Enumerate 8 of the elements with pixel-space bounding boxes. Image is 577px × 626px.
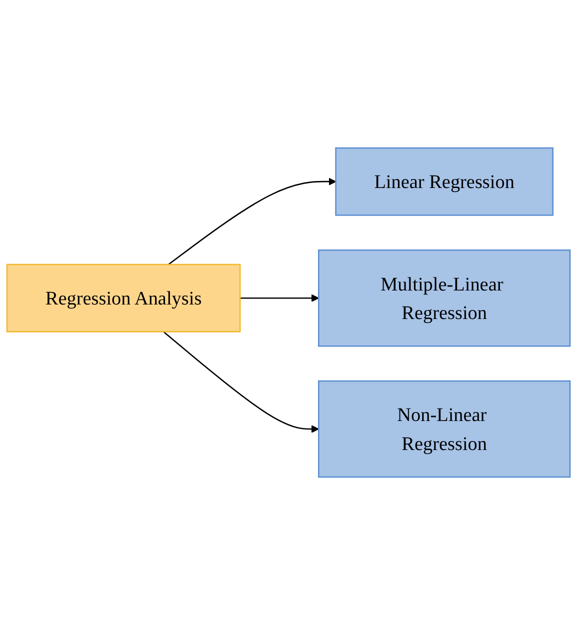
arrow <box>240 294 319 302</box>
node-box <box>318 250 571 348</box>
arrow <box>163 332 319 434</box>
node-box <box>335 148 554 216</box>
node-box <box>6 264 241 333</box>
flowchart: Regression Analysis Linear Regression Multiple-Linear Regression Non-Linear Regression <box>0 141 577 484</box>
node-box <box>318 380 571 478</box>
arrow <box>168 178 336 266</box>
